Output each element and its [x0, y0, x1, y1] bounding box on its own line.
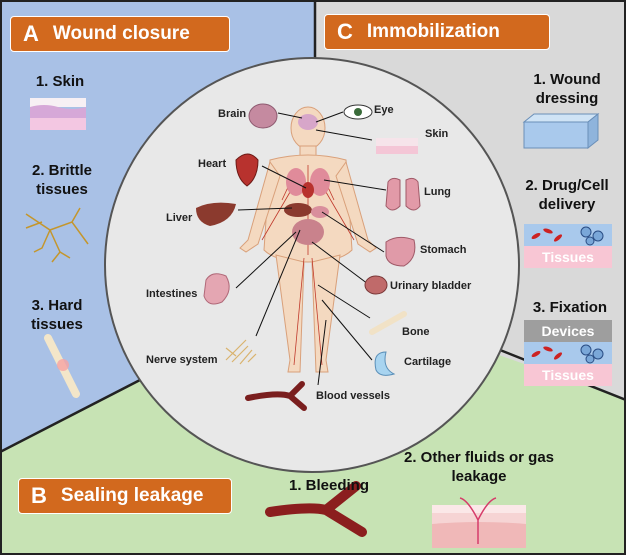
vessel-icon	[265, 481, 367, 537]
brain-icon	[298, 114, 318, 130]
organ-label-lung: Lung	[424, 186, 451, 198]
organ-label-urinary-bladder: Urinary bladder	[390, 280, 472, 292]
panel-b-title: Sealing leakage	[60, 485, 204, 506]
organ-label-intestines: Intestines	[146, 288, 198, 300]
block-icon	[522, 112, 600, 150]
panel-b-item-bleeding: 1. Bleeding	[288, 477, 370, 494]
stomach-icon	[385, 236, 416, 267]
cell-icon	[580, 344, 604, 364]
panel-a-letter: A	[23, 21, 39, 46]
device-band	[524, 320, 612, 342]
panel-a-title: Wound closure	[52, 23, 190, 44]
lung-icon	[310, 168, 330, 196]
cartilage-icon	[374, 351, 396, 376]
panel-a-item-brittle: 2. Brittle tissues	[31, 162, 92, 198]
divider-line	[0, 378, 141, 454]
panel-c-item-fixation: 3. Fixation	[532, 299, 608, 316]
panel-c-letter: C	[337, 19, 353, 44]
skin-icon	[376, 138, 418, 154]
tissue-band	[524, 246, 612, 268]
organ-label-bone: Bone	[402, 326, 430, 338]
heart-icon	[302, 182, 314, 198]
organ-label-nerve-system: Nerve system	[146, 354, 218, 366]
lung-icon	[385, 177, 421, 211]
organ-label-cartilage: Cartilage	[404, 356, 452, 368]
panel-b-letter: B	[31, 483, 47, 508]
organ-label-eye: Eye	[374, 104, 394, 116]
organ-label-brain: Brain	[218, 108, 247, 120]
liver-icon	[284, 203, 312, 217]
panel-a-item-hard: 3. Hard tissues	[31, 297, 83, 333]
skin-icon	[432, 497, 526, 548]
vessel-icon	[245, 381, 307, 411]
panel-c-header: C Immobilization	[324, 14, 550, 50]
panel-c-item-dressing: 1. Wound dressing	[533, 71, 601, 107]
panel-a-header: A Wound closure	[10, 16, 230, 52]
organ-label-liver: Liver	[166, 212, 193, 224]
tissues-label: Tissues	[542, 367, 594, 383]
organ-label-skin: Skin	[425, 128, 449, 140]
liver-icon	[196, 202, 236, 226]
cell-icon	[531, 346, 563, 360]
organ-label-stomach: Stomach	[420, 244, 467, 256]
tissues-label: Tissues	[542, 249, 594, 265]
body-icon	[239, 106, 377, 373]
tissue-band	[524, 364, 612, 386]
cell-icon	[531, 228, 563, 242]
heart-icon	[235, 153, 259, 187]
brain-icon	[248, 103, 278, 129]
lung-icon	[286, 168, 306, 196]
panel-b-header: B Sealing leakage	[18, 478, 232, 514]
devices-label: Devices	[541, 323, 595, 339]
nerve-icon	[25, 207, 89, 263]
organ-label-heart: Heart	[198, 158, 227, 170]
intestines-icon	[203, 273, 230, 305]
nerve-icon	[225, 339, 257, 365]
panel-b-item-leakage: 2. Other fluids or gas leakage	[403, 449, 555, 485]
pointer-lines	[235, 111, 387, 386]
eye-icon	[343, 104, 373, 120]
cell-icon	[580, 226, 604, 246]
panel-a-item-skin: 1. Skin	[35, 73, 85, 90]
intestines-icon	[292, 219, 324, 245]
bone-icon	[44, 334, 80, 398]
panel-c-item-delivery: 2. Drug/Cell delivery	[525, 177, 609, 213]
panel-c-title: Immobilization	[366, 21, 500, 42]
skin-icon	[30, 98, 86, 130]
bone-icon	[369, 311, 407, 335]
stomach-icon	[311, 206, 329, 218]
organ-label-blood-vessels: Blood vessels	[316, 390, 390, 402]
bladder-icon	[364, 275, 388, 295]
